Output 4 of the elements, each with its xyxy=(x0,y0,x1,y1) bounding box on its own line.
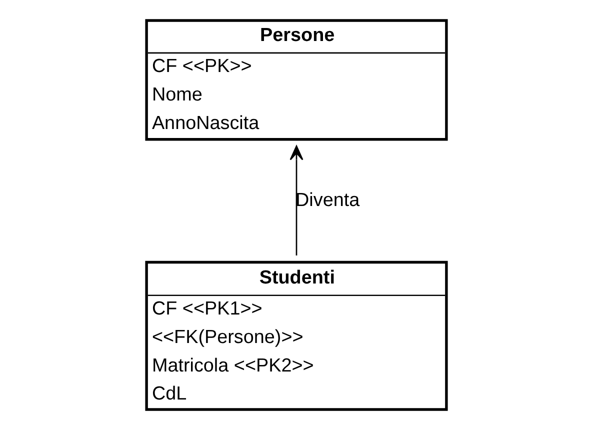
arrow xyxy=(290,146,304,256)
node-box: Persone CF <<PK>> Nome AnnoNascita xyxy=(145,19,448,141)
edge-label: Diventa xyxy=(296,190,360,211)
node-box: Studenti CF <<PK1>> <<FK(Persone)>> Matricola <<PK2>> CdL xyxy=(145,260,448,411)
